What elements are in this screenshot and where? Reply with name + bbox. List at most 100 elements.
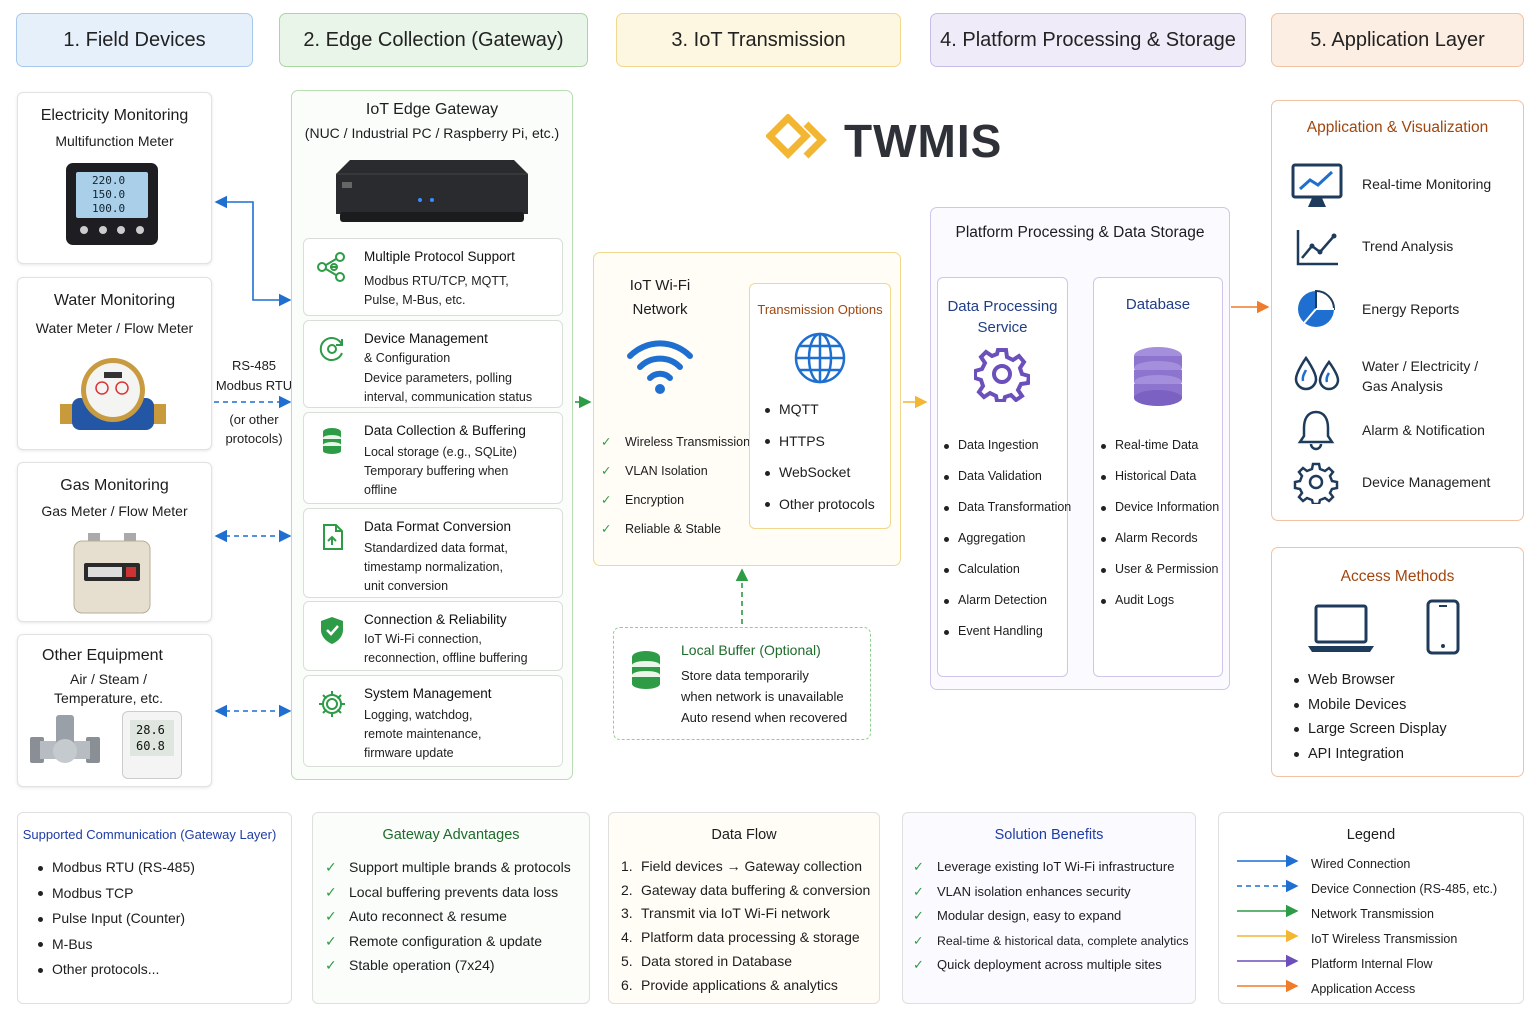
wifi-check-item: VLAN Isolation [601,457,750,486]
dps-item: Data Ingestion [944,430,1071,461]
device-subtitle: Air / Steam / [69,671,148,687]
advantage-item: Remote configuration & update [325,929,571,954]
feature-protocol-support: Multiple Protocol Support Modbus RTU/TCP… [303,238,563,316]
header-iot-transmission: 3. IoT Transmission [616,13,901,67]
flow-step: 1.Field devices → Gateway collection [621,858,862,874]
database-list: Real-time Data Historical Data Device In… [1101,430,1219,616]
db-item: User & Permission [1101,554,1219,585]
wifi-check-item: Reliable & Stable [601,515,750,544]
rs485-label-note: (or other protocols) [214,410,294,448]
feature-title-cont: & Configuration [364,351,451,365]
access-panel [1271,547,1524,777]
platform-title: Platform Processing & Data Storage [955,224,1205,241]
device-subtitle: Gas Meter / Flow Meter [41,503,188,519]
database-title: Database [1125,296,1191,313]
solution-benefits-panel: Solution Benefits Leverage existing IoT … [902,812,1196,1004]
benefit-item: Leverage existing IoT Wi-Fi infrastructu… [913,855,1189,880]
supported-item: M-Bus [38,932,195,958]
dps-item: Data Validation [944,461,1071,492]
device-water-card: Water Monitoring Water Meter / Flow Mete… [17,277,212,450]
flow-step: 2.Gateway data buffering & conversion [621,881,871,898]
option-item: Other protocols [765,489,875,521]
device-title: Water Monitoring [53,292,176,309]
feature-desc: Local storage (e.g., SQLite)Temporary bu… [364,445,517,497]
settings-cycle-icon [319,337,343,361]
gear-icon [1293,462,1339,504]
rs485-label: RS-485 Modbus RTU [214,356,294,396]
globe-icon [794,332,846,384]
flow-step: 3.Transmit via IoT Wi-Fi network [621,905,831,922]
db-item: Historical Data [1101,461,1219,492]
option-item: MQTT [765,394,875,426]
thermo-hygrometer-icon: 28.6 60.8 [122,711,182,779]
link-label-line: RS-485 [231,358,277,373]
link-label-line: (or other [229,412,279,427]
benefit-item: Modular design, easy to expand [913,904,1189,929]
feature-title: Multiple Protocol Support [364,249,515,264]
advantage-item: Local buffering prevents data loss [325,880,571,905]
database-stack-icon [1134,347,1182,406]
legend-label: Platform Internal Flow [1311,957,1433,971]
dps-item: Event Handling [944,616,1071,647]
gateway-device-icon [336,160,528,222]
device-title: Gas Monitoring [60,477,169,494]
drops-icon [1294,355,1340,391]
app-item-device-management[interactable]: Device Management [1290,460,1510,504]
flow-meter-icon [30,715,100,763]
legend-swatches [1237,854,1299,993]
meter-reading: 150.0 [92,188,126,201]
transmission-options-list: MQTT HTTPS WebSocket Other protocols [765,394,875,520]
bell-icon [1297,410,1335,451]
supported-item: Pulse Input (Counter) [38,906,195,932]
device-gas-card: Gas Monitoring Gas Meter / Flow Meter [17,462,212,622]
wifi-check-item: Encryption [601,486,750,515]
device-subtitle: Water Meter / Flow Meter [35,320,194,336]
data-flow-panel: Data Flow 1.Field devices → Gateway coll… [608,812,880,1004]
device-electricity-card: Electricity Monitoring Multifunction Met… [17,92,212,264]
legend-label: Device Connection (RS-485, etc.) [1311,882,1498,896]
app-item-label: Real-time Monitoring [1362,176,1492,192]
monitor-chart-icon [1291,163,1343,207]
meter-reading: 100.0 [92,202,126,215]
access-item: Large Screen Display [1294,717,1447,742]
wired-connection-line [214,195,292,307]
device-title: Electricity Monitoring [40,107,189,124]
brand-logo: TWMIS [766,112,1016,168]
supported-item: Modbus TCP [38,881,195,907]
local-buffer-title: Local Buffer (Optional) [681,642,821,658]
wifi-checklist: Wireless Transmission VLAN Isolation Enc… [601,428,750,544]
legend-label: Application Access [1311,982,1416,996]
supported-item: Modbus RTU (RS-485) [38,855,195,881]
thermo-reading: 60.8 [136,739,165,753]
feature-desc: Logging, watchdog,remote maintenance,fir… [364,708,482,760]
meter-reading: 220.0 [92,174,126,187]
advantages-list: Support multiple brands & protocols Loca… [325,855,571,978]
header-platform: 4. Platform Processing & Storage [930,13,1246,67]
gas-meter-icon [73,533,151,614]
legend-labels: Wired Connection Device Connection (RS-4… [1311,852,1497,1002]
supported-item: Other protocols... [38,957,195,983]
access-item: Web Browser [1294,668,1447,693]
data-flow-list: 1.Field devices → Gateway collection 2.G… [621,855,870,997]
feature-title: Device Management [364,331,488,346]
flow-step: 5.Data stored in Database [621,952,792,969]
thermo-reading: 28.6 [136,723,165,737]
transmission-options-title: Transmission Options [757,302,883,317]
app-item-energy[interactable]: Energy Reports [1290,287,1510,331]
app-item-trend[interactable]: Trend Analysis [1290,226,1510,270]
water-meter-icon [60,358,166,430]
link-label-line: protocols) [225,431,283,446]
app-item-realtime[interactable]: Real-time Monitoring [1290,162,1510,207]
feature-system-management: System Management Logging, watchdog,remo… [303,675,563,767]
app-item-alarm[interactable]: Alarm & Notification [1290,408,1510,452]
document-convert-icon [323,524,343,550]
app-item-label: Energy Reports [1362,301,1460,317]
app-item-utility-analysis[interactable]: Water / Electricity /Gas Analysis [1290,352,1510,396]
feature-data-buffering: Data Collection & Buffering Local storag… [303,412,563,504]
dps-item: Calculation [944,554,1071,585]
mobile-phone-icon [1426,599,1460,655]
gateway-advantages-panel: Gateway Advantages Support multiple bran… [312,812,590,1004]
dps-list: Data Ingestion Data Validation Data Tran… [944,430,1071,647]
